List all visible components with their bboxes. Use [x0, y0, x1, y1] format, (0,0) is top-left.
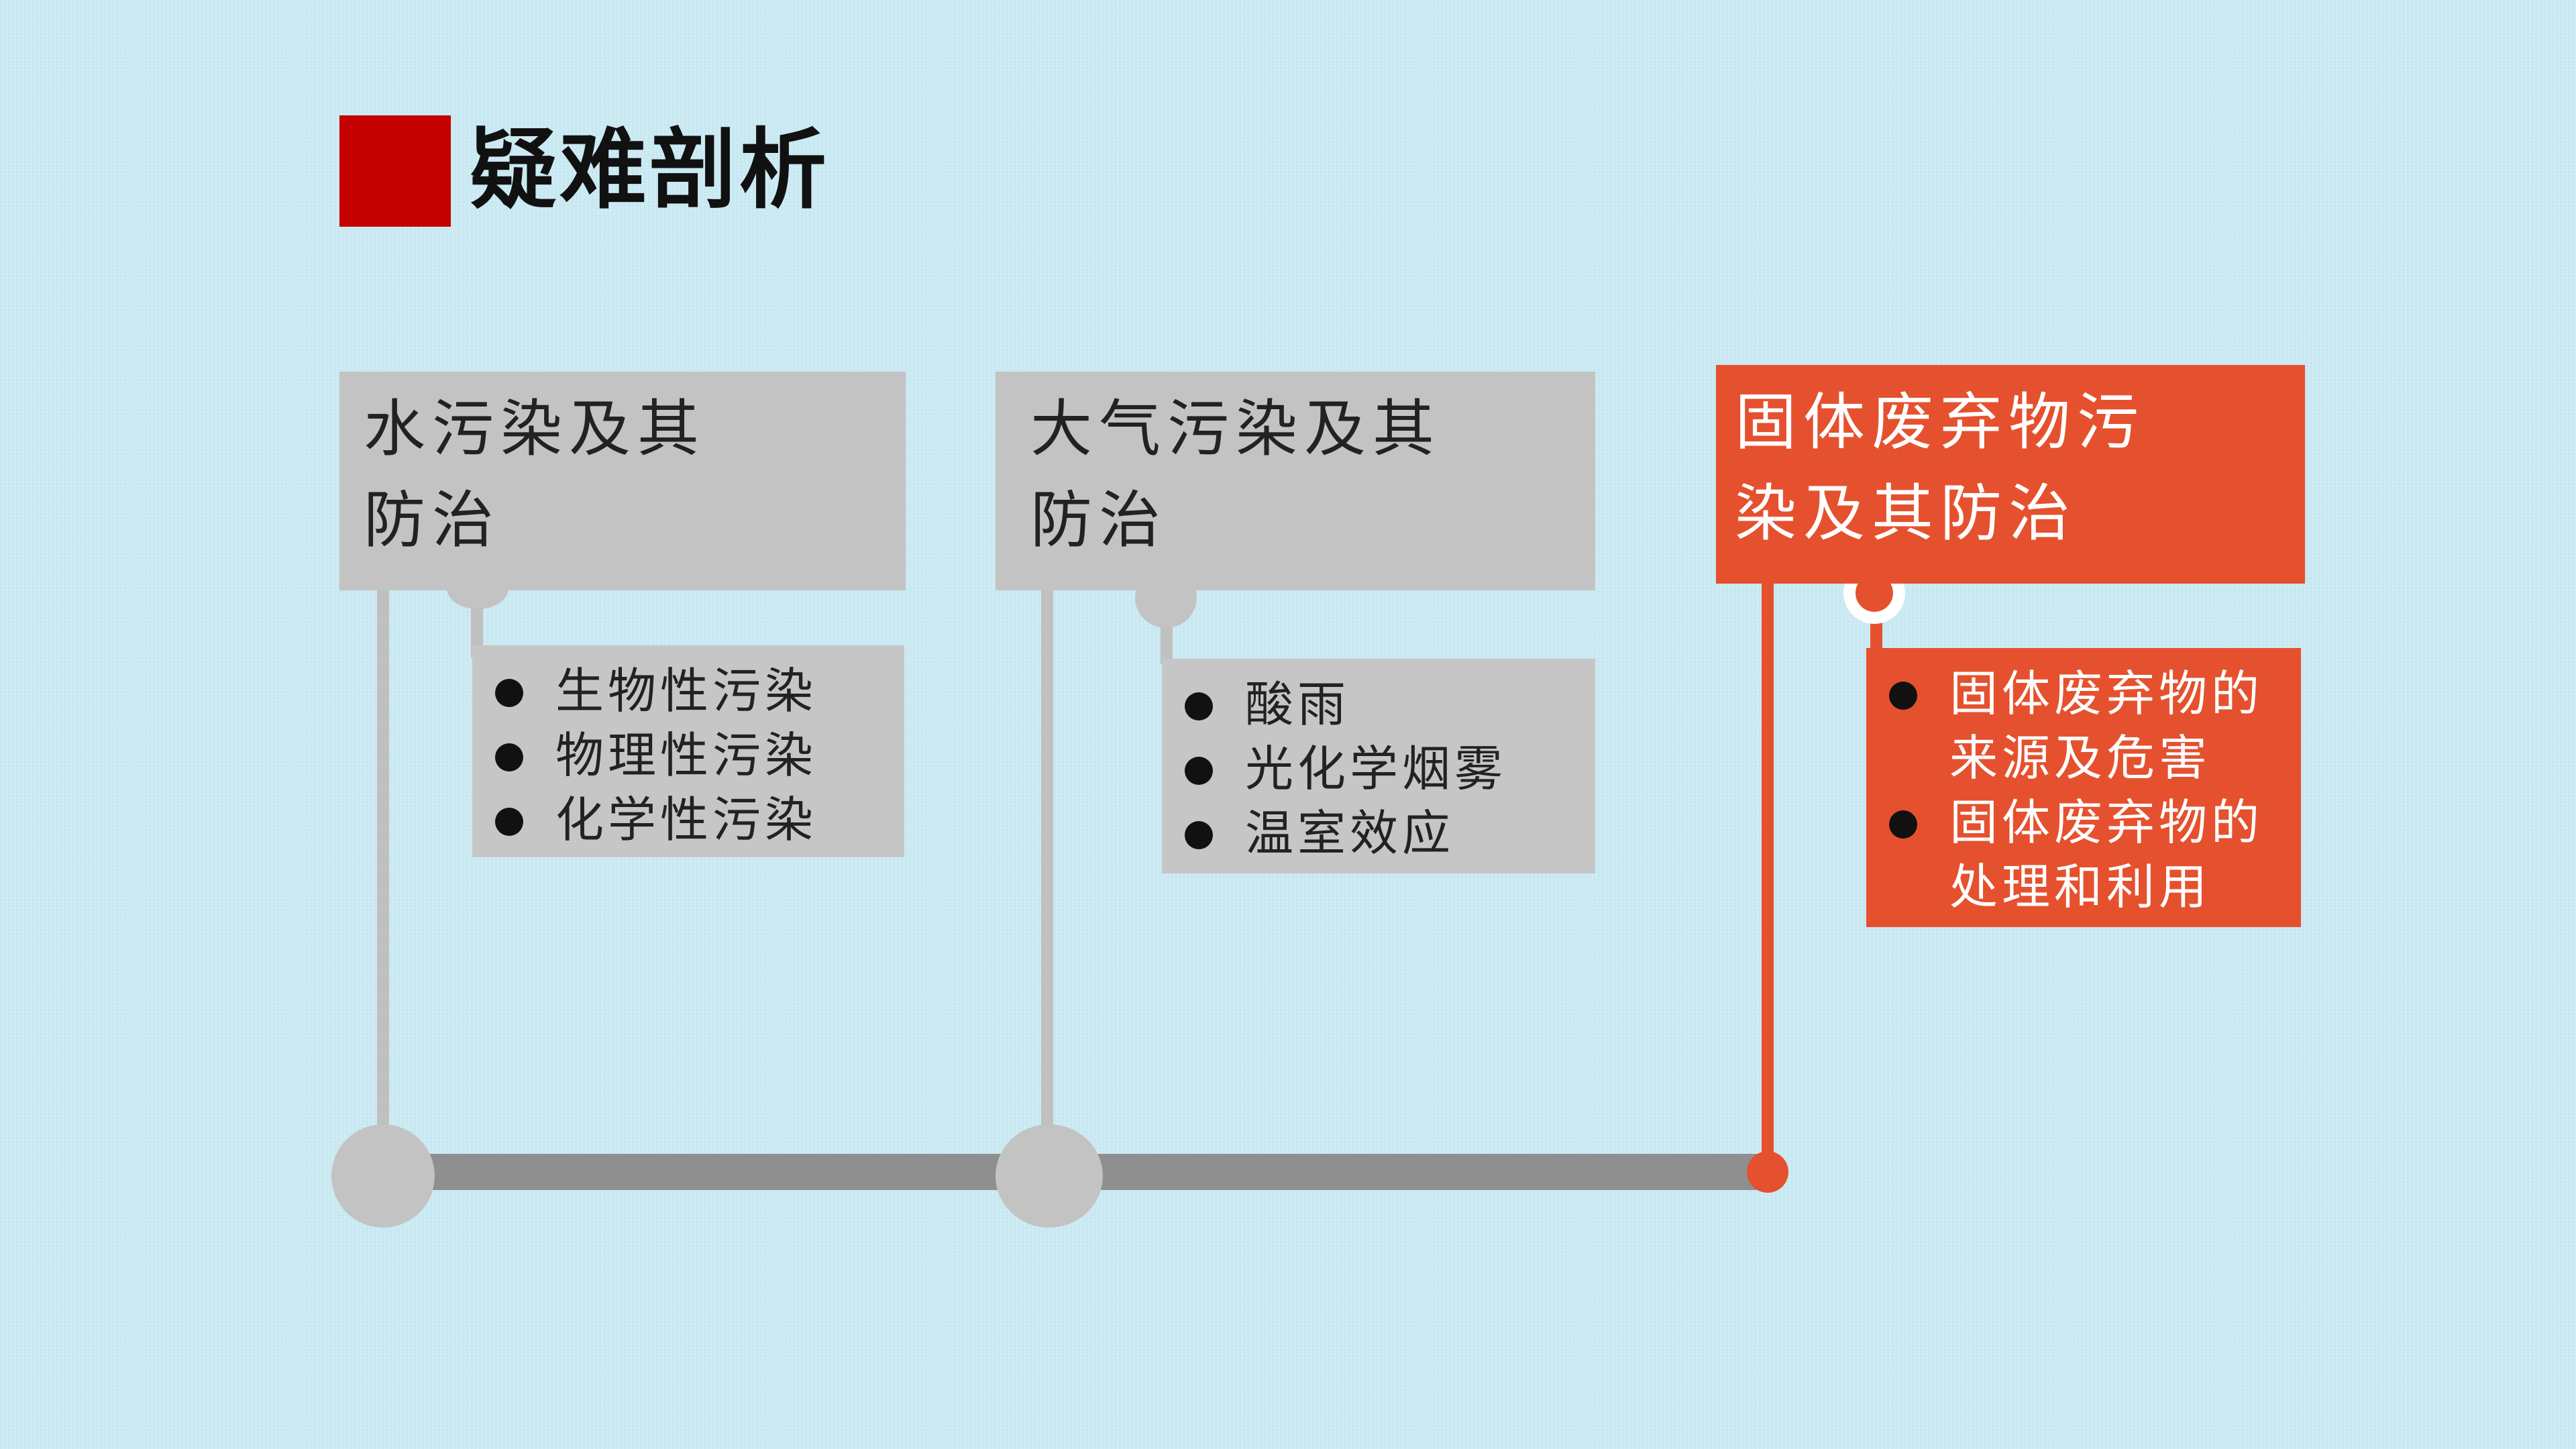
list-item: 固体废弃物的来源及危害 [1889, 661, 2301, 790]
timeline-connector-3 [1762, 577, 1774, 1174]
section-list-solid-waste-pollution: 固体废弃物的来源及危害 固体废弃物的处理和利用 [1866, 648, 2301, 927]
list-item: 固体废弃物的处理和利用 [1889, 790, 2301, 919]
list-item: 化学性污染 [495, 788, 904, 852]
timeline-connector-2 [1041, 584, 1053, 1174]
list-item: 温室效应 [1185, 801, 1595, 865]
section-list-water-pollution: 生物性污染 物理性污染 化学性污染 [472, 645, 904, 857]
section-card-air-pollution[interactable]: 大气污染及其 防治 [996, 372, 1595, 590]
section-heading-line1: 固体废弃物污 [1735, 386, 2146, 458]
section-heading-line2: 防治 [364, 484, 501, 556]
list-item: 光化学烟雾 [1185, 737, 1595, 801]
title-marker-square [339, 115, 451, 227]
section-card-water-pollution[interactable]: 水污染及其 防治 [339, 372, 906, 590]
section-heading-line1: 水污染及其 [364, 393, 706, 465]
section-card-solid-waste-pollution[interactable]: 固体废弃物污 染及其防治 [1716, 365, 2305, 584]
timeline-node-3[interactable] [1747, 1151, 1788, 1193]
section-list-air-pollution: 酸雨 光化学烟雾 温室效应 [1162, 659, 1595, 873]
timeline-connector-1 [377, 584, 389, 1174]
list-item: 酸雨 [1185, 672, 1595, 737]
section-heading-line1: 大气污染及其 [1030, 393, 1442, 465]
section-heading-line2: 防治 [1030, 484, 1168, 556]
timeline-node-2[interactable] [996, 1124, 1103, 1228]
section-heading-line2: 染及其防治 [1735, 478, 2078, 549]
page-title: 疑难剖析 [470, 118, 830, 221]
list-item: 生物性污染 [495, 659, 904, 723]
timeline-node-1[interactable] [331, 1124, 435, 1228]
list-item: 物理性污染 [495, 723, 904, 788]
